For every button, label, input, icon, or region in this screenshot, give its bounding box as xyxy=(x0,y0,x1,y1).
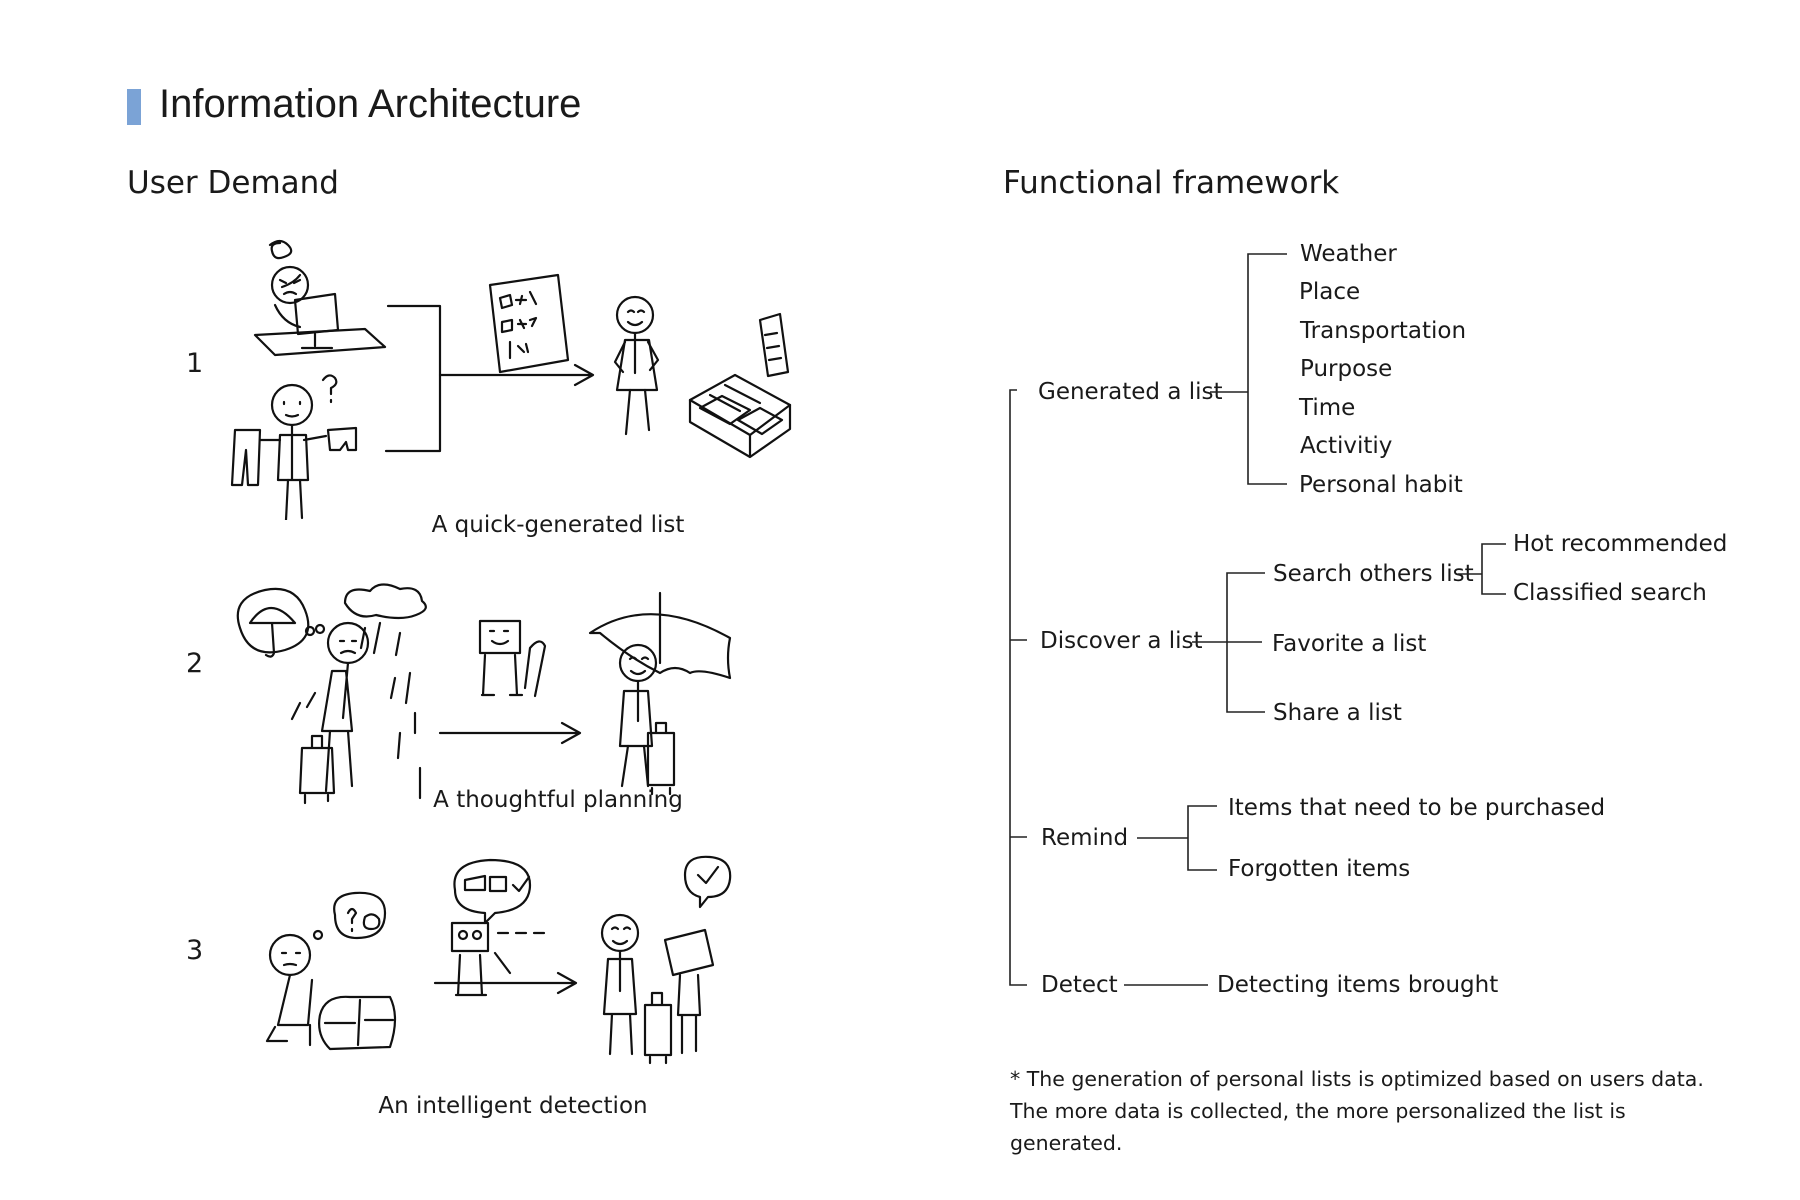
node-purpose: Purpose xyxy=(1300,356,1392,382)
user-demand-heading: User Demand xyxy=(127,165,339,201)
node-hot-recommended: Hot recommended xyxy=(1513,531,1727,557)
node-time: Time xyxy=(1298,395,1355,421)
node-personal-habit: Personal habit xyxy=(1299,472,1463,498)
framework-footnote: * The generation of personal lists is op… xyxy=(1010,1067,1704,1155)
scenario-2-sketch xyxy=(220,583,820,833)
node-detecting-items-brought: Detecting items brought xyxy=(1217,972,1498,998)
node-transportation: Transportation xyxy=(1299,318,1466,344)
node-remind: Remind xyxy=(1041,825,1128,851)
node-favorite-a-list: Favorite a list xyxy=(1272,631,1426,657)
title-accent-bar xyxy=(127,89,141,125)
scenario-3-sketch xyxy=(220,855,820,1075)
node-forgotten-items: Forgotten items xyxy=(1228,856,1410,882)
scenario-number-1: 1 xyxy=(186,348,204,379)
scenario-1-caption: A quick-generated list xyxy=(431,512,685,538)
functional-framework-heading: Functional framework xyxy=(1003,165,1340,201)
tree-trunk-line xyxy=(1009,389,1027,986)
node-detect: Detect xyxy=(1041,972,1118,998)
page-title: Information Architecture xyxy=(159,82,582,126)
scenario-number-3: 3 xyxy=(186,935,204,966)
scenario-3-caption: An intelligent detection xyxy=(378,1093,648,1119)
node-weather: Weather xyxy=(1300,241,1397,267)
scenario-number-2: 2 xyxy=(186,648,204,679)
node-classified-search: Classified search xyxy=(1513,580,1707,606)
scenario-2-caption: A thoughtful planning xyxy=(433,787,683,813)
node-share-a-list: Share a list xyxy=(1273,700,1402,726)
node-activitiy: Activitiy xyxy=(1300,433,1392,459)
node-discover-a-list: Discover a list xyxy=(1040,628,1203,654)
node-place: Place xyxy=(1299,279,1360,305)
node-items-need-purchase: Items that need to be purchased xyxy=(1228,795,1605,821)
node-search-others-list: Search others list xyxy=(1273,561,1474,587)
node-generated-a-list: Generated a list xyxy=(1038,379,1223,405)
scenario-1-sketch xyxy=(220,230,820,520)
